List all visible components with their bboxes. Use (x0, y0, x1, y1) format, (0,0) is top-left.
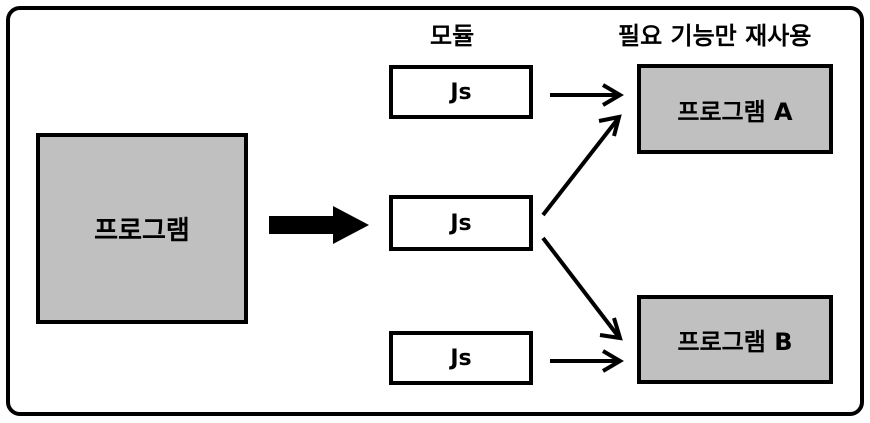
source-program-label: 프로그램 (94, 216, 190, 246)
source-program-box: 프로그램 (36, 133, 248, 324)
module-box-bottom: Js (389, 331, 533, 385)
target-program-b-box: 프로그램 B (637, 295, 833, 384)
reuse-heading: 필요 기능만 재사용 (618, 22, 812, 50)
target-program-b-label: 프로그램 B (677, 328, 793, 356)
module-label-top: Js (450, 79, 472, 105)
arrow-mid-to-a-head (598, 114, 622, 137)
arrow-mid-to-b (541, 236, 620, 338)
arrow-mid-to-a (541, 118, 619, 217)
module-heading: 모듈 (430, 22, 475, 50)
module-label-bottom: Js (450, 345, 472, 371)
target-program-a-box: 프로그램 A (637, 64, 833, 154)
main-arrow (269, 206, 369, 244)
arrow-bottom-to-b-head (601, 349, 624, 373)
module-box-middle: Js (389, 195, 533, 251)
arrow-mid-to-b-head (599, 317, 623, 341)
module-label-middle: Js (450, 210, 472, 236)
arrow-top-to-a-head (601, 83, 624, 107)
target-program-a-label: 프로그램 A (677, 97, 793, 126)
module-box-top: Js (389, 65, 533, 119)
diagram-frame (6, 6, 864, 416)
